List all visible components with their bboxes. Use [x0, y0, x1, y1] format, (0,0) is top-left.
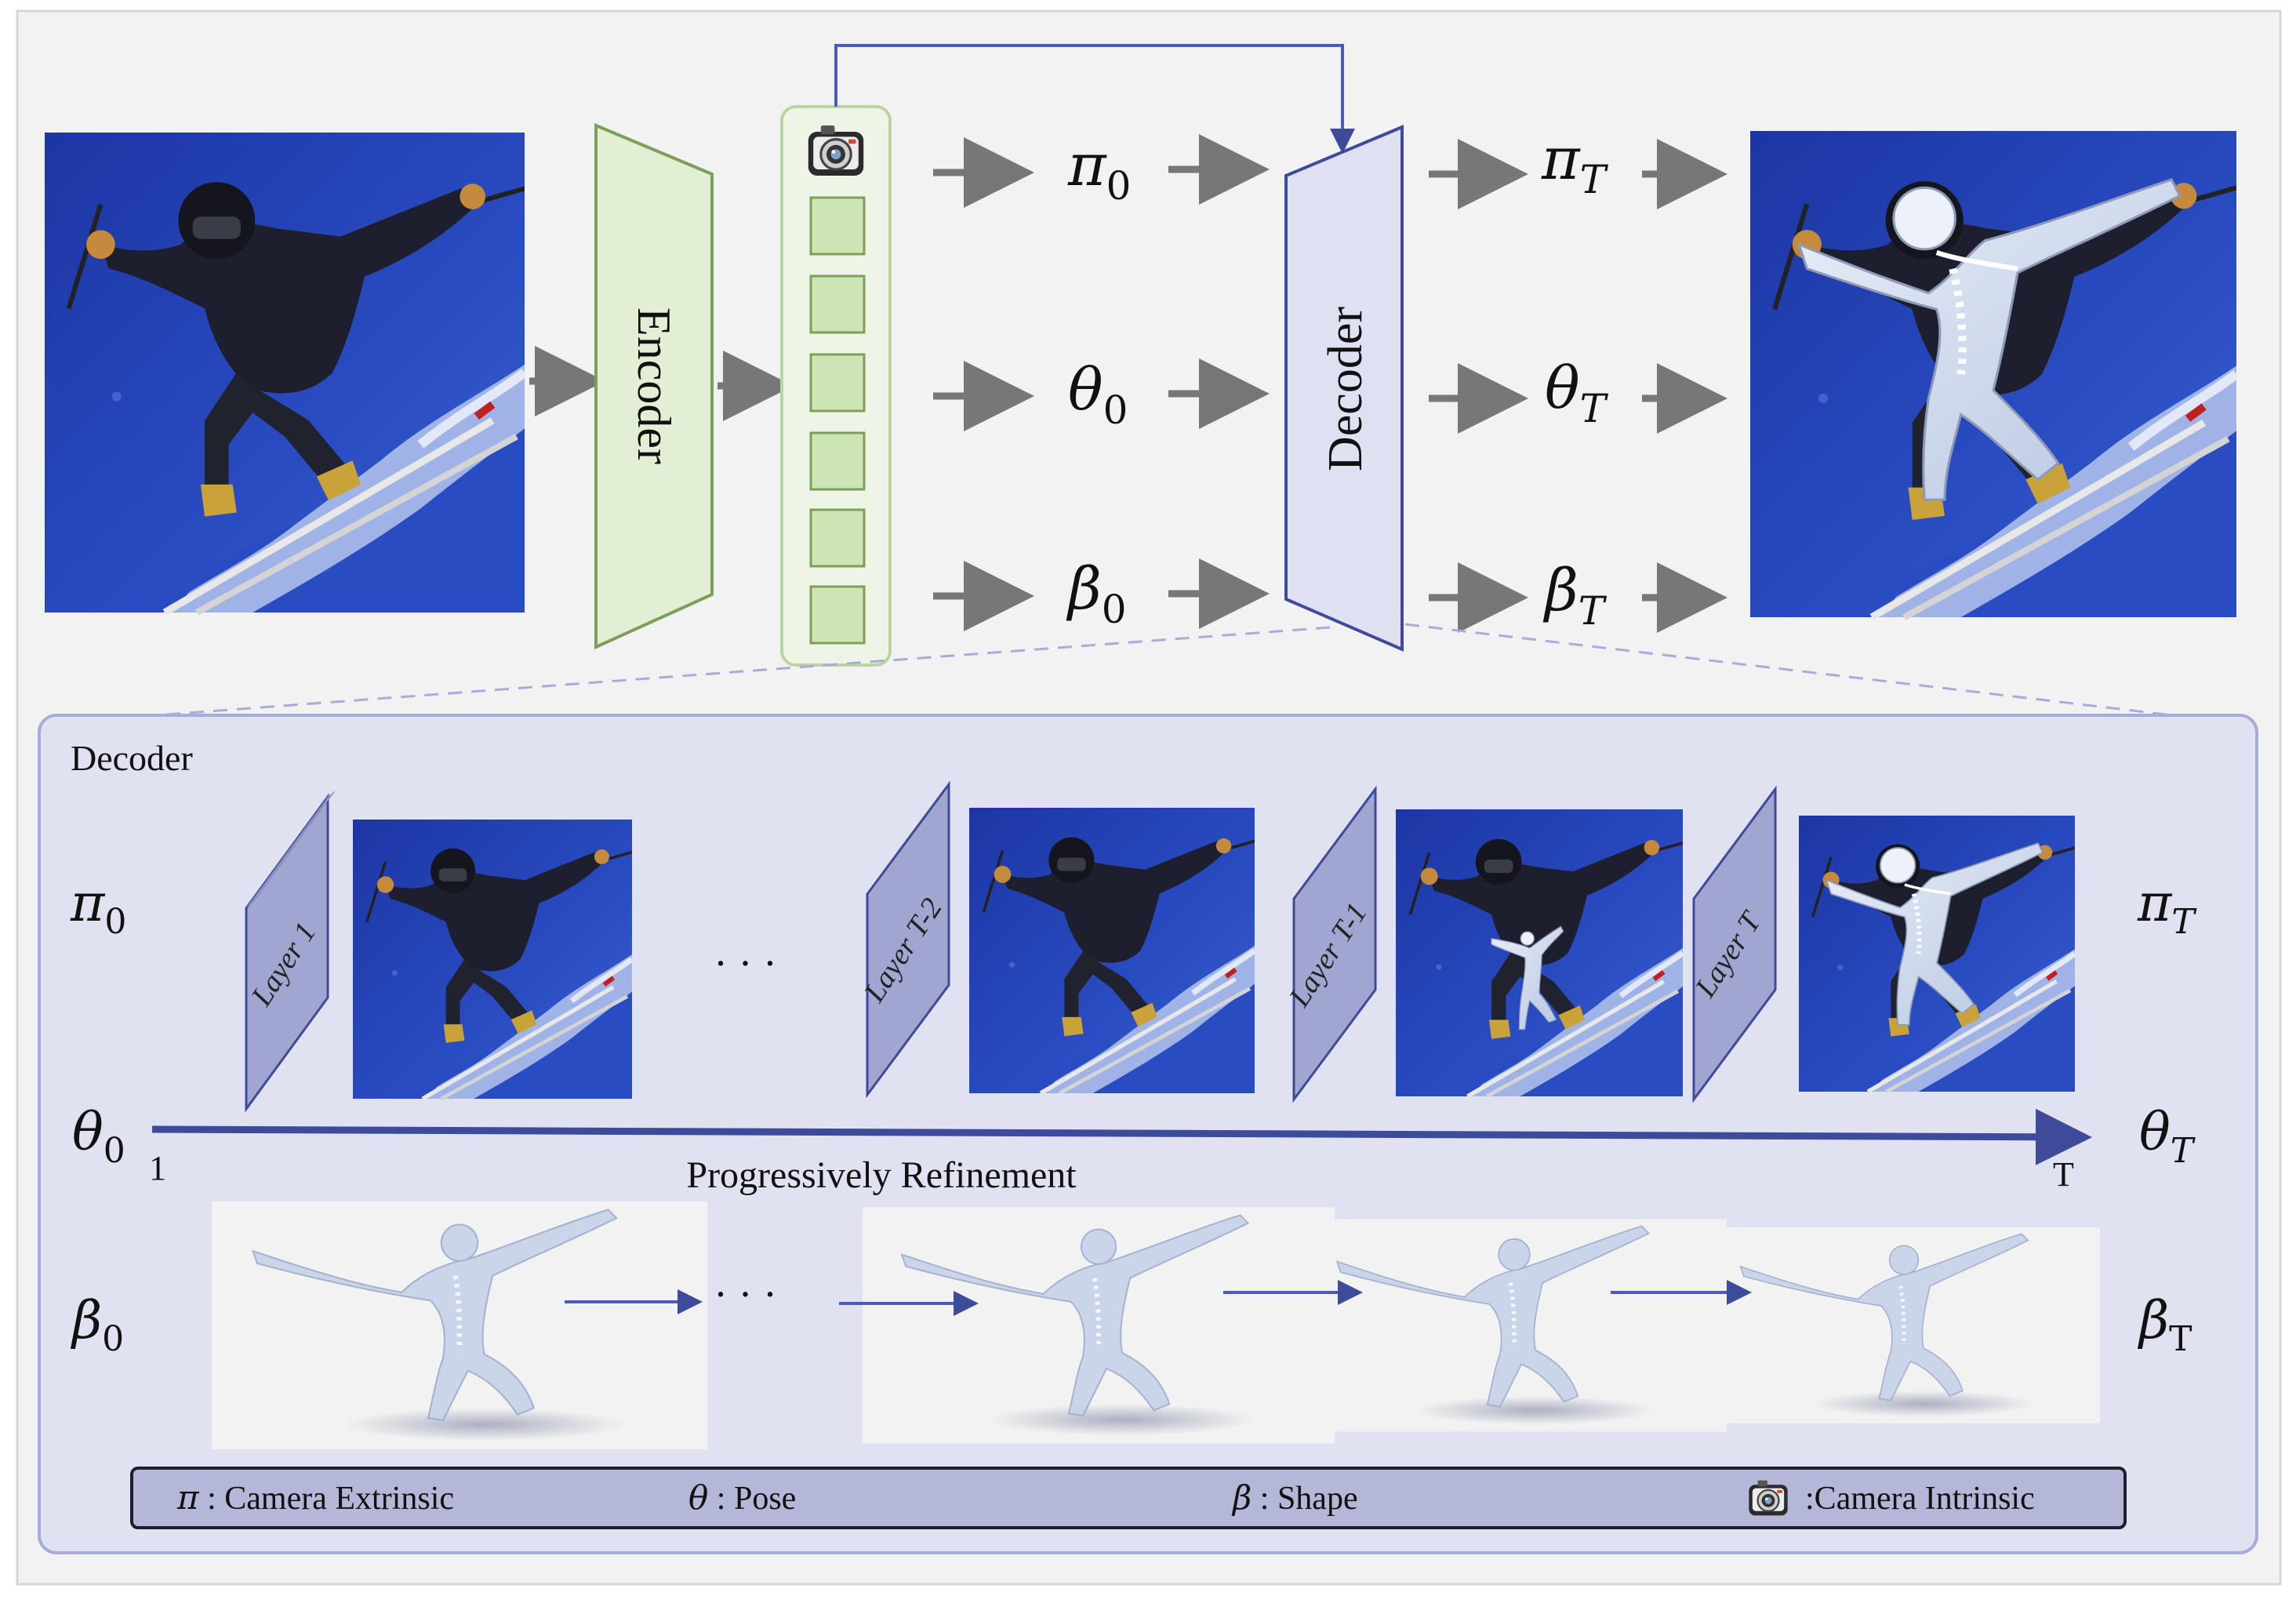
encoder-label: Encoder	[628, 307, 680, 464]
camera-icon	[806, 124, 866, 177]
ellipsis-layers: · · ·	[714, 940, 777, 987]
camera-skip-arrow	[834, 44, 1355, 154]
param-pi-0: π0	[1067, 132, 1131, 209]
encoder-block: Encoder	[594, 122, 714, 650]
layer-T-2-block: Layer T-2	[857, 780, 950, 1099]
token	[809, 353, 866, 413]
detail-param-theta-T: θT	[2139, 1102, 2196, 1171]
token	[809, 431, 866, 491]
output-params: πT θT βT	[1541, 125, 1609, 634]
detail-right-params: πT θT βT	[2137, 873, 2197, 1359]
output-image	[1750, 131, 2236, 617]
detail-param-theta-0: θ0	[72, 1102, 125, 1171]
layer-1-output-image	[353, 820, 632, 1099]
layer-1-block: Layer 1	[245, 791, 336, 1113]
param-beta-0: β0	[1066, 555, 1127, 632]
layer-T-output-image	[1799, 816, 2075, 1092]
axis-start-label: 1	[149, 1149, 166, 1187]
mesh-sequence-arrows	[565, 1280, 1752, 1316]
detail-param-beta-T: βT	[2137, 1290, 2192, 1359]
legend-camera-icon	[1748, 1479, 1789, 1517]
param-theta-0: θ0	[1068, 356, 1128, 433]
param-beta-T: βT	[1542, 557, 1608, 634]
ellipsis-meshes: · · ·	[714, 1270, 777, 1318]
legend: π : Camera Extrinsic θ : Pose β : Shape …	[130, 1467, 2127, 1529]
token	[809, 585, 866, 645]
param-theta-T: θT	[1545, 354, 1609, 431]
mesh-step-1	[212, 1201, 707, 1449]
param-pi-T: πT	[1541, 125, 1609, 202]
zoom-line-left	[156, 626, 1331, 717]
legend-theta: θ : Pose	[688, 1478, 796, 1517]
token	[809, 196, 866, 256]
legend-camera-intrinsic: :Camera Intrinsic	[1805, 1481, 2035, 1517]
token	[809, 508, 866, 568]
legend-beta: β : Shape	[1231, 1478, 1358, 1517]
legend-pi: π : Camera Extrinsic	[176, 1478, 454, 1517]
detail-param-pi-T: πT	[2137, 873, 2197, 942]
axis-title: Progressively Refinement	[686, 1154, 1077, 1196]
detail-left-params: π0 θ0 β0	[70, 873, 126, 1359]
decoder-label: Decoder	[1319, 307, 1372, 471]
layer-T-1-block: Layer T-1	[1282, 785, 1377, 1103]
axis-end-label: T	[2053, 1155, 2074, 1194]
mesh-step-T	[1708, 1227, 2100, 1423]
refinement-axis	[151, 1108, 2092, 1165]
output-param-arrows	[1429, 139, 1727, 633]
token-column	[780, 105, 892, 667]
mesh-step-T-1	[1302, 1220, 1727, 1432]
layer-T-block: Layer T	[1688, 785, 1777, 1103]
layer-T-1-output-image	[1396, 809, 1683, 1096]
input-image	[45, 133, 525, 612]
layer-T-2-output-image	[969, 808, 1255, 1093]
input-params: π0 θ0 β0	[1066, 132, 1131, 632]
mesh-step-T-2	[863, 1208, 1335, 1444]
decoder-block: Decoder	[1284, 124, 1404, 652]
mesh-sequence	[212, 1201, 2100, 1449]
detail-param-beta-0: β0	[70, 1290, 124, 1359]
detail-title: Decoder	[71, 738, 193, 778]
detail-param-pi-0: π0	[70, 873, 126, 942]
token	[809, 274, 866, 334]
zoom-line-right	[1404, 623, 2173, 717]
input-param-arrows	[933, 134, 1270, 631]
